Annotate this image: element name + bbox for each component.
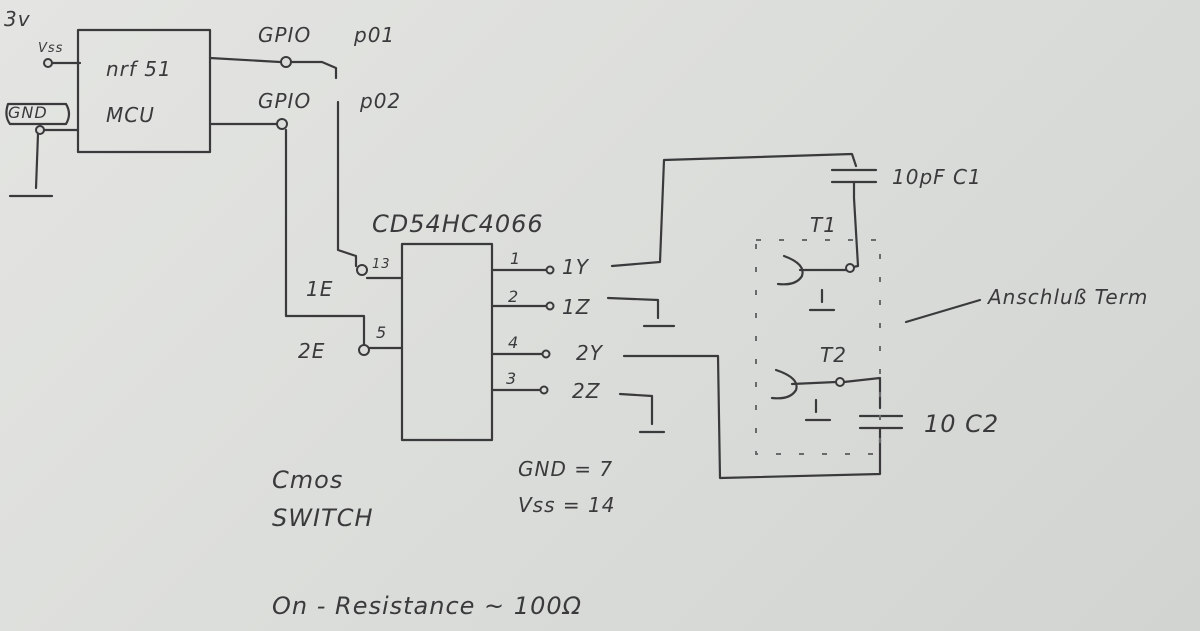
vss-terminal xyxy=(43,58,53,68)
ic-body xyxy=(400,242,494,442)
pin-1e-number: 13 xyxy=(372,257,391,272)
1y-to-c1-wire xyxy=(610,152,858,268)
gpio2-label: GPIO xyxy=(258,89,311,113)
mcu-name: nrf 51 xyxy=(106,57,172,81)
gnd-label-outline xyxy=(5,102,71,126)
gpio1-to-1e-wire xyxy=(336,100,358,268)
gpio1-label: GPIO xyxy=(258,23,311,47)
2y-to-c2-wire xyxy=(622,354,882,480)
2z-wire xyxy=(618,392,654,426)
ic-vss-note: Vss = 14 xyxy=(518,493,615,517)
t1-terminal xyxy=(845,263,855,273)
t2-touch-pad xyxy=(770,368,798,400)
t1-touch-pad xyxy=(776,254,804,286)
1z-wire xyxy=(606,296,660,320)
connector-label: Anschluß Term xyxy=(986,285,1148,309)
pin-1e-terminal xyxy=(356,264,368,276)
caption-switch: SWITCH xyxy=(272,504,374,532)
pin-1z-label: 1Z xyxy=(562,295,591,319)
caption-cmos: Cmos xyxy=(272,466,343,494)
pin-2z-terminal xyxy=(539,385,549,395)
pin-1e-label: 1E xyxy=(306,277,333,301)
pin-1y-terminal xyxy=(545,265,555,275)
gpio1-line xyxy=(289,60,338,80)
pin-2z-label: 2Z xyxy=(572,379,601,403)
pin-2z-number: 3 xyxy=(506,369,517,388)
ground-stem xyxy=(34,132,40,190)
t2-label: T2 xyxy=(820,343,847,367)
vss-label: Vss xyxy=(38,41,63,56)
gpio1-wire xyxy=(208,56,282,64)
connector-leader xyxy=(904,298,982,324)
ic-part-number: CD54HC4066 xyxy=(372,210,544,238)
c1-label: 10pF C1 xyxy=(892,165,982,189)
pin-2y-terminal xyxy=(541,349,551,359)
mcu-box xyxy=(76,28,212,154)
pin-2e-label: 2E xyxy=(298,339,325,363)
t2-pad-wire xyxy=(790,380,838,386)
pin-2y-label: 2Y xyxy=(576,341,604,365)
pin-1y-label: 1Y xyxy=(562,255,590,279)
gnd-label: GND xyxy=(8,103,48,122)
pin-1z-terminal xyxy=(545,301,555,311)
gpio2-pin: p02 xyxy=(359,89,401,113)
t2-to-c2-wire xyxy=(842,376,882,410)
gpio2-terminal xyxy=(276,118,288,130)
t2-terminal xyxy=(835,377,845,387)
gpio1-pin: p01 xyxy=(353,23,395,47)
pin-2y-number: 4 xyxy=(508,333,519,352)
pin-2e-number: 5 xyxy=(376,323,387,342)
c2-label: 10 C2 xyxy=(924,410,999,438)
mcu-type: MCU xyxy=(106,103,155,127)
gpio2-to-2e-wire xyxy=(284,128,366,346)
pin-1y-number: 1 xyxy=(510,249,521,268)
c1-lead xyxy=(846,180,860,270)
gnd-terminal xyxy=(35,125,45,135)
supply-voltage-label: 3v xyxy=(4,7,31,31)
t1-label: T1 xyxy=(810,213,837,237)
ic-gnd-note: GND = 7 xyxy=(518,457,613,481)
connector-outline xyxy=(755,239,881,455)
pin-2e-terminal xyxy=(358,344,370,356)
on-resistance-note: On - Resistance ~ 100Ω xyxy=(272,592,582,620)
pin-1z-number: 2 xyxy=(508,287,519,306)
gpio1-terminal xyxy=(280,56,292,68)
